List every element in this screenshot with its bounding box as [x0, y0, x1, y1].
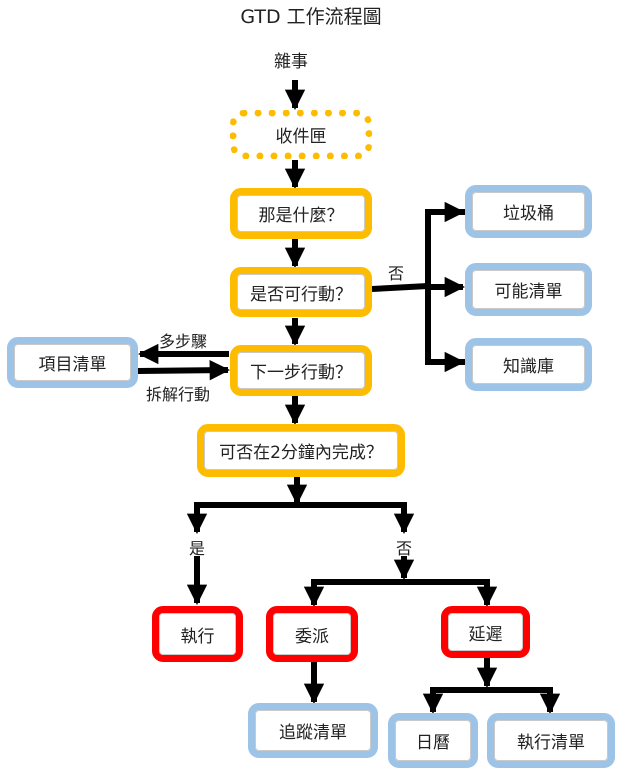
- node-trash: 垃圾桶: [465, 185, 592, 238]
- node-defer-label: 延遲: [468, 624, 503, 645]
- split-horizontal: [194, 502, 407, 530]
- node-waiting-for-label: 追蹤清單: [279, 723, 347, 743]
- node-inbox: 收件匣: [230, 110, 372, 159]
- node-next-action: 下一步行動？: [230, 345, 372, 396]
- label-no: 否: [396, 539, 413, 558]
- node-someday-label: 可能清單: [494, 282, 563, 302]
- node-waiting-for: 追蹤清單: [248, 703, 378, 758]
- node-projects: 項目清單: [7, 337, 138, 388]
- node-what-is-it-label: 那是什麼？: [258, 206, 344, 226]
- arrow-actionable-branch: [371, 283, 429, 292]
- node-stuff: 雜事: [274, 52, 308, 72]
- node-defer: 延遲: [441, 606, 530, 658]
- node-inbox-label: 收件匣: [275, 127, 327, 147]
- split-delegate-defer: [311, 579, 490, 600]
- node-actionable-label: 是否可行動？: [250, 284, 352, 305]
- node-what-is-it: 那是什麼？: [230, 188, 372, 239]
- node-calendar: 日曆: [388, 713, 478, 768]
- node-next-actions-list-label: 執行清單: [517, 733, 585, 753]
- node-reference-label: 知識庫: [503, 357, 554, 377]
- node-do-it-label: 執行: [180, 626, 215, 647]
- split-calendar-list: [430, 687, 553, 705]
- node-calendar-label: 日曆: [416, 733, 450, 753]
- node-do-it: 執行: [152, 606, 243, 662]
- node-two-minutes-label: 可否在2分鐘內完成？: [219, 443, 383, 463]
- node-next-actions-list: 執行清單: [487, 713, 615, 768]
- node-two-minutes: 可否在2分鐘內完成？: [197, 424, 405, 477]
- node-projects-label: 項目清單: [38, 355, 107, 375]
- node-trash-label: 垃圾桶: [503, 204, 554, 224]
- node-someday: 可能清單: [465, 263, 592, 316]
- node-next-action-label: 下一步行動？: [250, 363, 352, 383]
- node-delegate-label: 委派: [295, 626, 329, 647]
- node-reference: 知識庫: [465, 338, 592, 391]
- label-break-down: 拆解行動: [146, 385, 211, 404]
- node-actionable: 是否可行動？: [230, 267, 372, 317]
- label-multi-step: 多步驟: [159, 332, 208, 351]
- diagram-title: GTD 工作流程圖: [240, 6, 382, 28]
- node-delegate: 委派: [266, 606, 358, 662]
- label-yes: 是: [189, 539, 206, 558]
- arrow-projects-next: [137, 360, 231, 381]
- label-not-actionable: 否: [388, 264, 405, 283]
